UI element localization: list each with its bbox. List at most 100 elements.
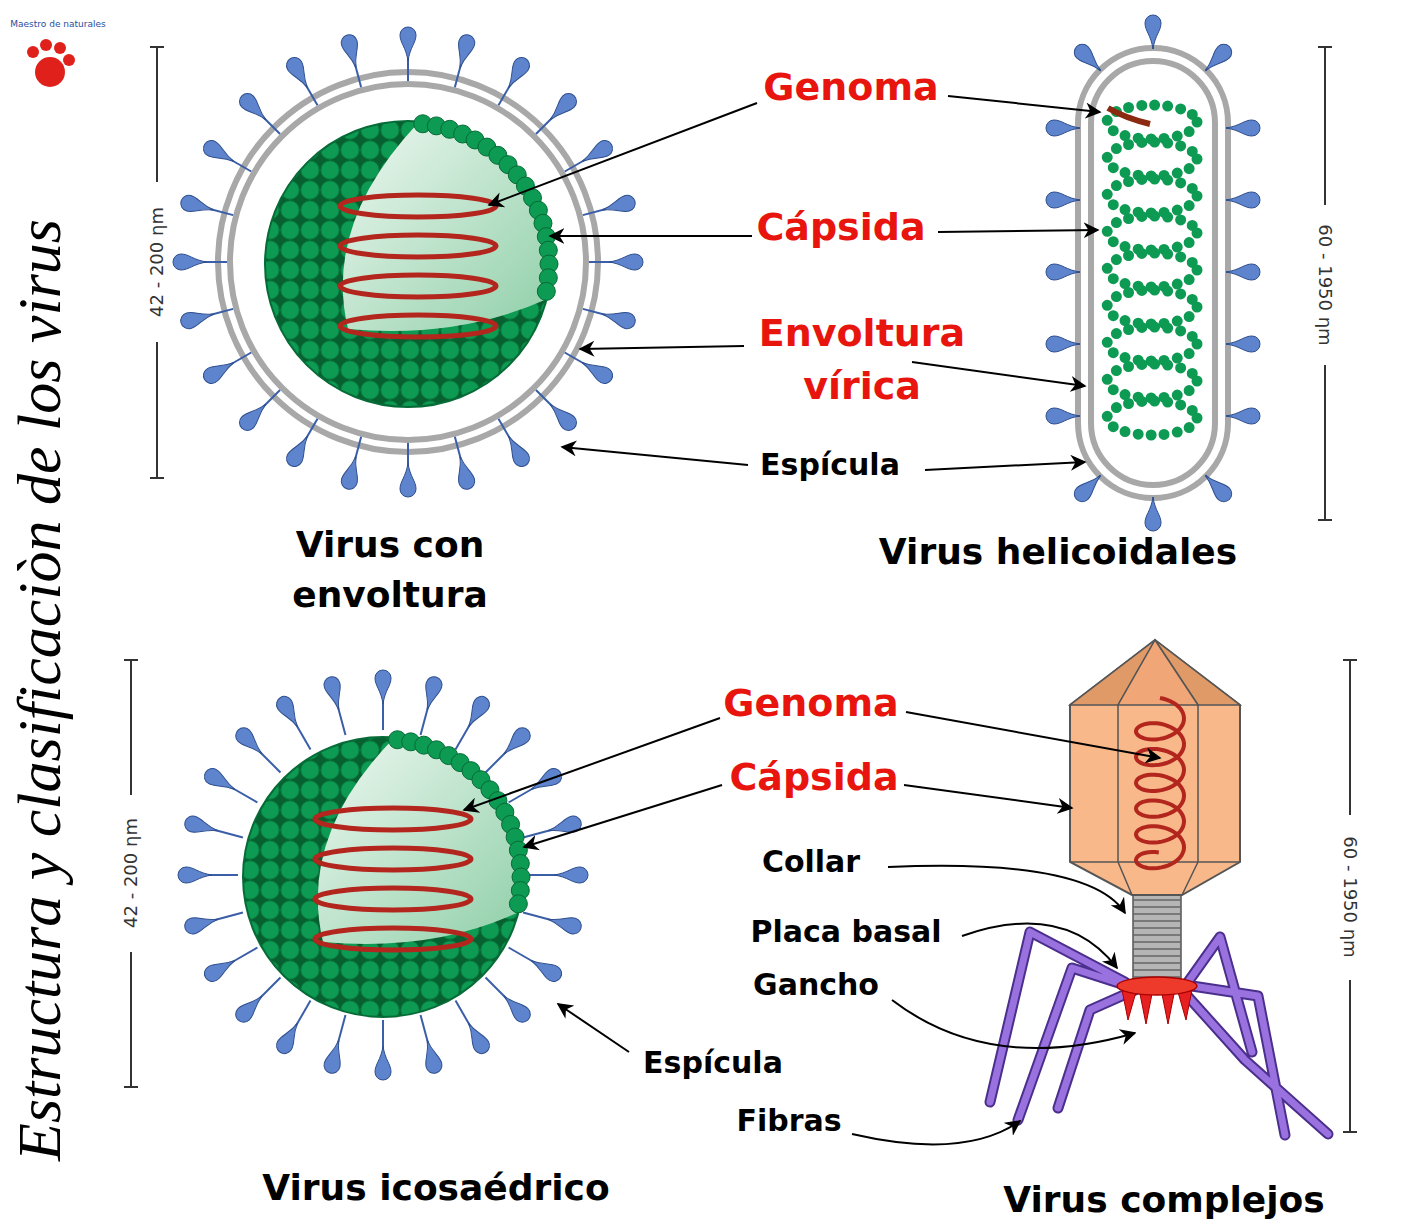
spike-head — [554, 867, 588, 883]
spike-head — [179, 193, 216, 217]
spike — [1226, 120, 1260, 136]
spike-head — [232, 724, 267, 759]
spike-head — [1046, 336, 1080, 352]
spike-head — [201, 954, 238, 985]
icosahedral-virus — [178, 670, 588, 1080]
spike — [375, 1020, 391, 1080]
spike — [375, 670, 391, 730]
spike-head — [183, 912, 220, 936]
spike-head — [1046, 120, 1080, 136]
capsomer — [509, 895, 527, 913]
spike-head — [502, 432, 533, 469]
spike — [400, 443, 416, 497]
spike — [1071, 41, 1106, 76]
dimension-label: 60 - 1950 ηm — [1340, 834, 1361, 959]
spike — [1200, 470, 1235, 505]
spike-stalk — [231, 788, 257, 803]
spike-stalk — [421, 706, 429, 735]
spike-stalk — [523, 830, 552, 838]
spike — [492, 415, 533, 470]
helical-virus — [1046, 15, 1260, 531]
spike-stalk — [509, 948, 535, 963]
label: Gancho — [753, 968, 879, 1003]
spike — [232, 972, 286, 1026]
spike-stalk — [523, 913, 552, 921]
spike-head — [274, 1019, 305, 1056]
spike — [274, 997, 318, 1057]
spike-head — [452, 454, 476, 491]
spike-head — [544, 90, 579, 125]
genome — [315, 848, 471, 870]
dimension-label: 42 - 200 ηm — [147, 205, 168, 319]
label: Placa basal — [750, 915, 941, 950]
spike-head — [375, 1046, 391, 1080]
spike — [400, 27, 416, 81]
spike-head — [462, 693, 493, 730]
helical-capsid — [1107, 253, 1197, 287]
part-label: Cápsida — [729, 756, 898, 800]
capsid — [265, 121, 551, 407]
spike-head — [284, 54, 315, 91]
helical-capsid — [1107, 401, 1197, 435]
spike-stalk — [214, 830, 243, 838]
label: Fibras — [736, 1104, 841, 1139]
label: Virus con envoltura — [255, 520, 525, 621]
spike — [1046, 408, 1080, 424]
spike-head — [1226, 408, 1260, 424]
spike-head — [183, 814, 220, 838]
spike — [284, 54, 325, 109]
spike — [284, 415, 325, 470]
spike-stalk — [259, 751, 280, 772]
spike-head — [502, 54, 533, 91]
bacteriophage — [990, 640, 1328, 1135]
spike — [447, 33, 476, 89]
spike-head — [375, 670, 391, 704]
spike — [274, 693, 318, 753]
spike — [561, 138, 616, 179]
genome — [340, 275, 496, 297]
spike-head — [578, 356, 615, 387]
spike-head — [600, 193, 637, 217]
spike-stalk — [456, 723, 471, 749]
spike-stalk — [214, 913, 243, 921]
spike — [322, 675, 353, 737]
spike — [183, 814, 245, 845]
spike-head — [420, 1038, 444, 1075]
part-label: Envoltura vírica — [737, 307, 987, 413]
spike — [1046, 264, 1080, 280]
spike-head — [600, 306, 637, 330]
spike-stalk — [456, 1001, 471, 1027]
spike-head — [609, 254, 643, 270]
spike-stalk — [259, 978, 280, 999]
spike — [447, 435, 476, 491]
spike-head — [339, 33, 363, 70]
spike-head — [179, 306, 216, 330]
spike-head — [420, 675, 444, 712]
spike-head — [322, 675, 346, 712]
spike-stalk — [528, 874, 558, 876]
spike-head — [400, 27, 416, 61]
spike-head — [236, 398, 271, 433]
spike — [179, 301, 235, 330]
spike-head — [1071, 41, 1106, 76]
spike-head — [274, 693, 305, 730]
spike-stalk — [421, 1015, 429, 1044]
spike-head — [339, 454, 363, 491]
helical-capsid — [1107, 105, 1197, 139]
spike — [1226, 408, 1260, 424]
genome — [340, 315, 496, 337]
capsid-cut — [343, 123, 551, 331]
spike-head — [173, 254, 207, 270]
spike-head — [452, 33, 476, 70]
label: Collar — [762, 845, 860, 880]
spike — [530, 90, 579, 139]
spike — [561, 346, 616, 387]
genome — [340, 195, 496, 217]
label: Virus complejos — [1003, 1179, 1325, 1220]
spike — [530, 384, 579, 433]
spike — [521, 814, 583, 845]
label: Virus helicoidales — [879, 531, 1237, 572]
spike-head — [232, 990, 267, 1025]
spike-head — [1071, 470, 1106, 505]
